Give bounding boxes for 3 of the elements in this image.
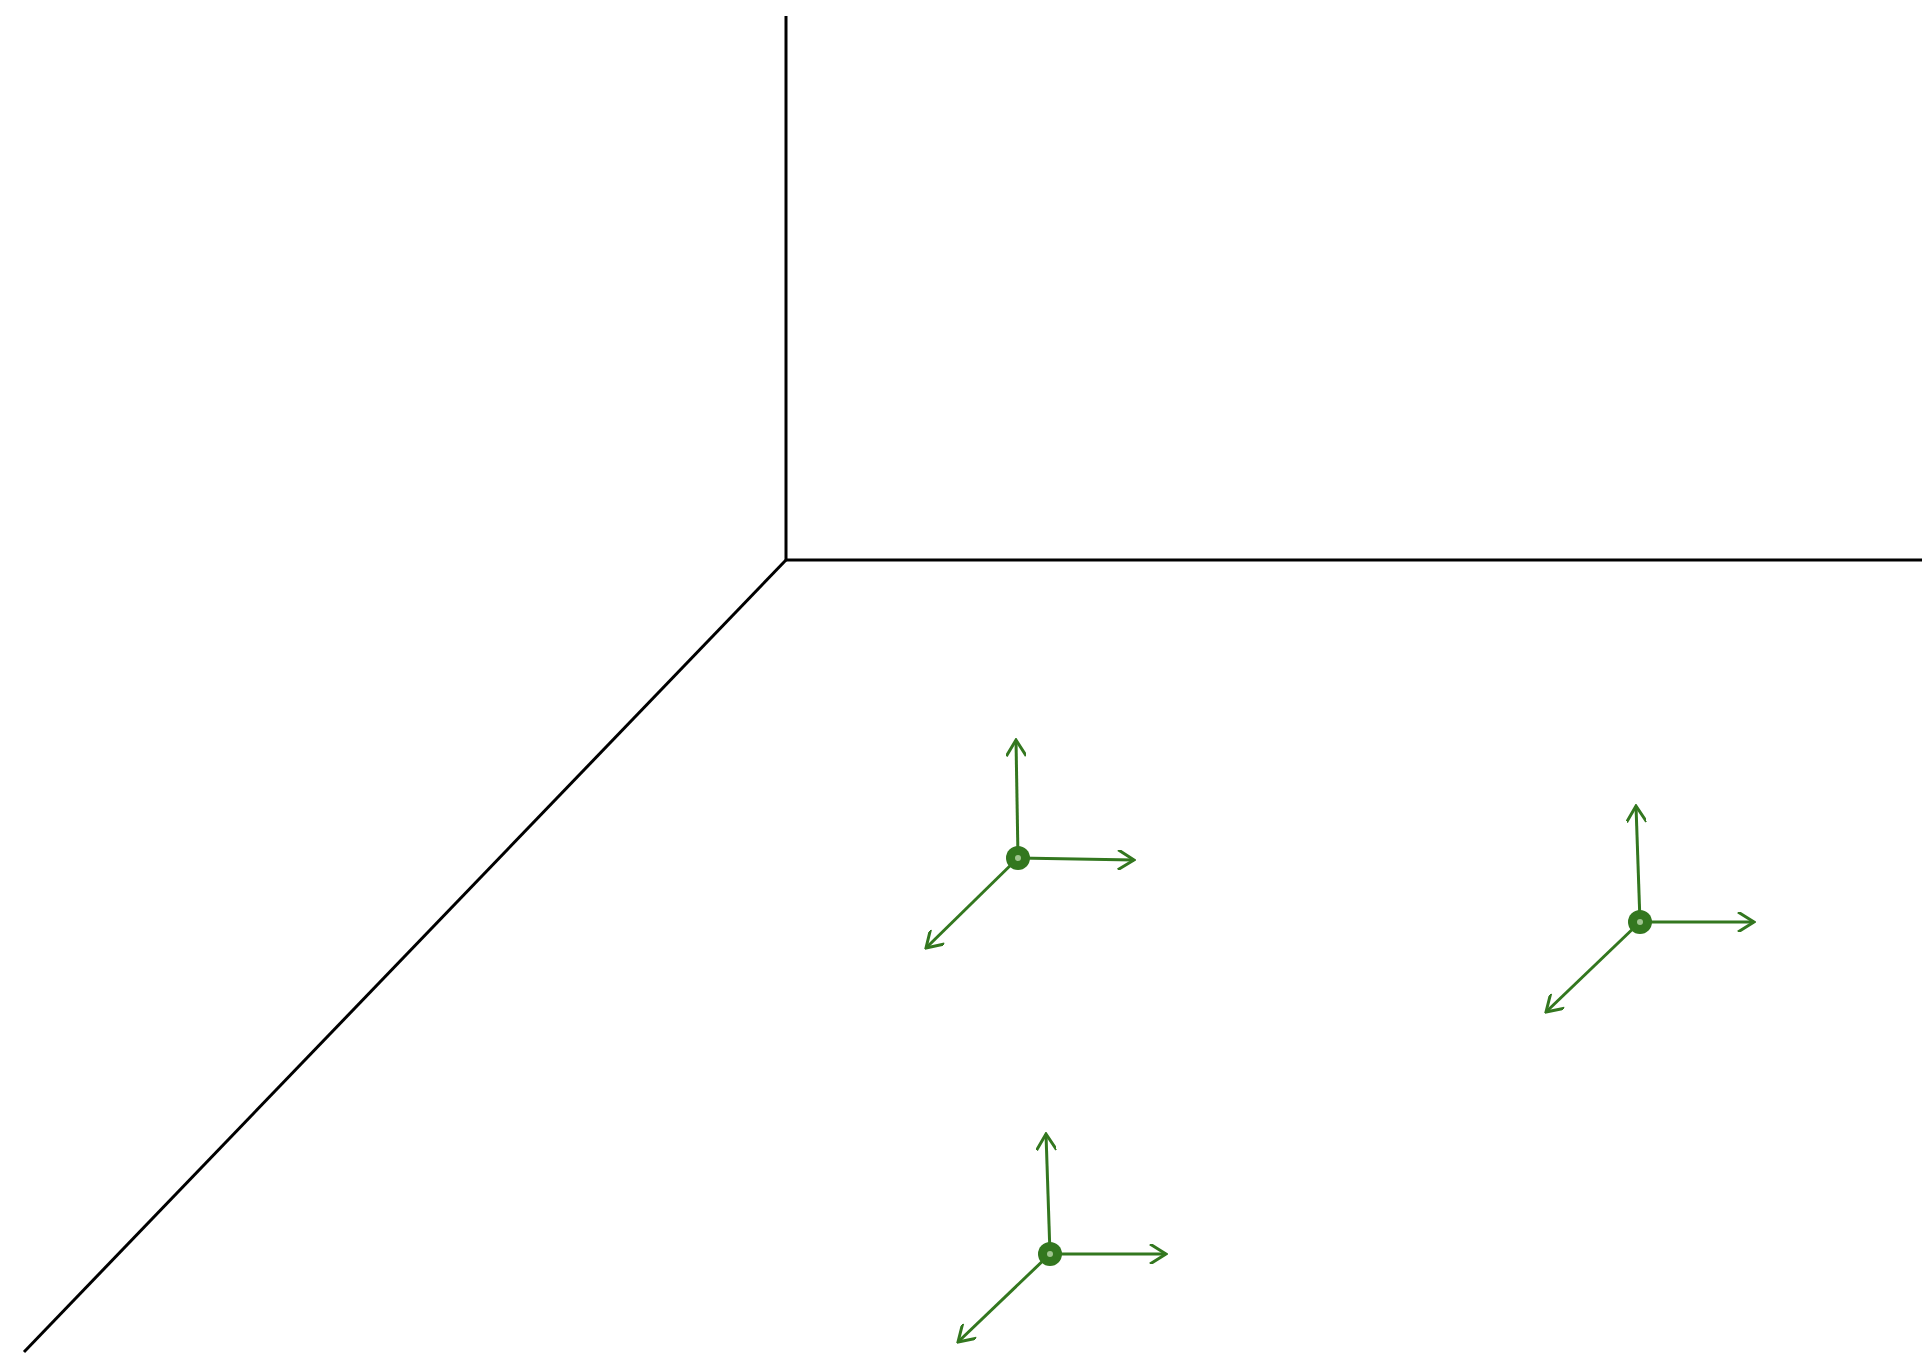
origin-dot (1038, 1242, 1062, 1266)
origin-dot (1628, 910, 1652, 934)
origin-dot (1006, 846, 1030, 870)
